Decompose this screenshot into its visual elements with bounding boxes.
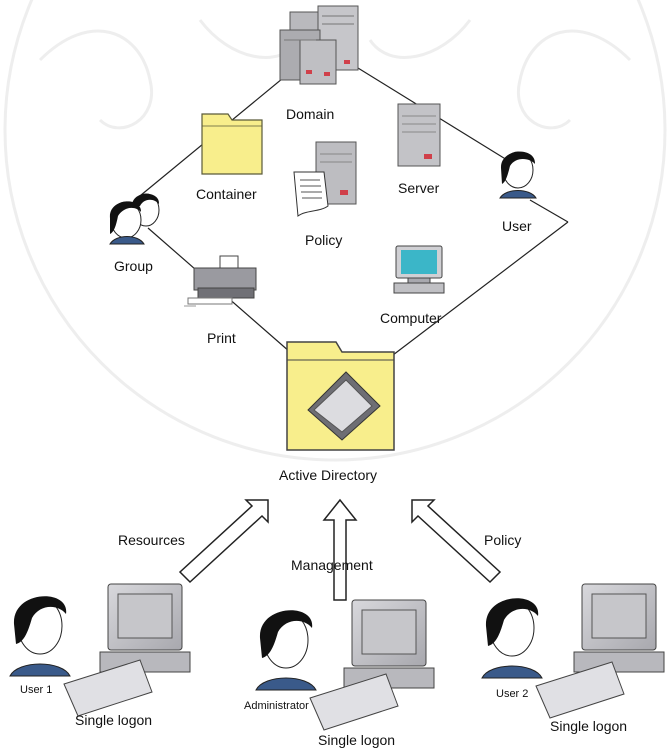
- group-people-icon: [109, 193, 160, 245]
- server-tower-icon: [397, 103, 441, 167]
- client-2-caption: Single logon: [318, 732, 396, 748]
- management-arrow: [322, 498, 358, 601]
- domain-label: Domain: [286, 106, 335, 122]
- management-flow-label: Management: [291, 557, 373, 573]
- client-1-role-label: User 1: [20, 684, 53, 696]
- policy-node-label: Policy: [305, 232, 343, 248]
- active-directory-folder-icon: [286, 341, 395, 451]
- policy-document-icon: [293, 141, 357, 217]
- policy-arrow: [411, 499, 502, 584]
- client-3-caption: Single logon: [550, 718, 628, 734]
- policy-flow-label: Policy: [484, 532, 522, 548]
- client-2-workstation-icon: [255, 599, 435, 731]
- computer-monitor-icon: [393, 245, 445, 294]
- computer-label: Computer: [380, 310, 442, 326]
- connection-lines: [134, 59, 569, 356]
- print-label: Print: [207, 330, 236, 346]
- client-1-workstation-icon: [9, 583, 191, 717]
- user-label: User: [502, 218, 532, 234]
- printer-icon: [184, 255, 257, 307]
- client-2-role-label: Administrator: [244, 700, 309, 712]
- server-label: Server: [398, 180, 440, 196]
- resources-flow-label: Resources: [118, 532, 185, 548]
- group-label: Group: [114, 258, 153, 274]
- client-1-caption: Single logon: [75, 712, 153, 728]
- watermark-seal: [3, 0, 667, 462]
- container-folder-icon: [201, 113, 263, 175]
- client-3-role-label: User 2: [496, 688, 529, 700]
- active-directory-label: Active Directory: [279, 467, 378, 483]
- container-label: Container: [196, 186, 257, 202]
- client-3-workstation-icon: [481, 583, 665, 719]
- resources-arrow: [178, 499, 269, 584]
- user-person-icon: [499, 151, 537, 199]
- domain-server-cluster-icon: [279, 5, 359, 85]
